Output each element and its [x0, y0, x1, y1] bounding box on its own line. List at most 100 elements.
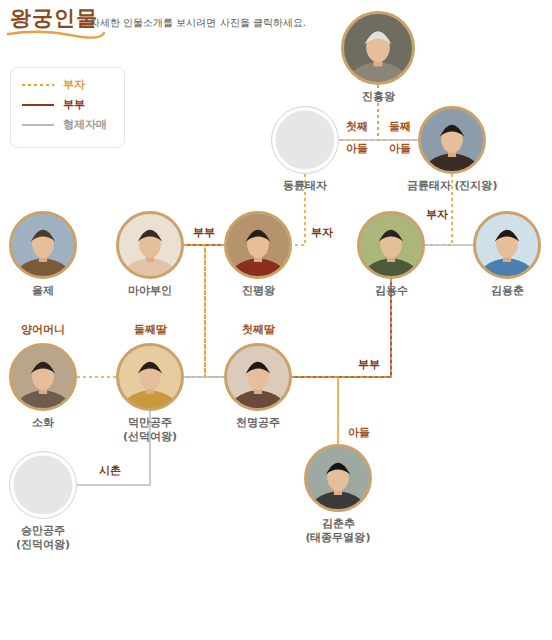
- portrait-frame: [304, 444, 372, 512]
- portrait-image: [418, 106, 486, 174]
- person-name: 김춘추 (태종무열왕): [296, 517, 380, 545]
- person-name: 마야부인: [105, 284, 195, 298]
- parent-child-line: [184, 245, 205, 377]
- portrait-frame: [224, 343, 292, 411]
- person-name: 덕만공주 (선덕여왕): [112, 416, 188, 444]
- portrait-image: [224, 211, 292, 279]
- sibling-line: [339, 139, 418, 141]
- instruction-note: 자세한 인물소개를 보시려면 사진을 클릭하세요.: [90, 16, 306, 30]
- person-portrait: 마야부인: [116, 211, 184, 279]
- parent-child-line: [184, 245, 224, 377]
- page-title: 왕궁인물: [10, 4, 98, 32]
- relation-heading: 첫째딸: [213, 323, 303, 337]
- person-portrait: 아들김춘추 (태종무열왕): [304, 444, 372, 512]
- portrait-image: [9, 211, 77, 279]
- relation-label: 부자: [425, 207, 449, 222]
- legend-sample: [22, 104, 54, 106]
- person-name: 동륜태자: [260, 179, 350, 193]
- empty-portrait: [274, 109, 337, 172]
- portrait-ring: [118, 213, 183, 278]
- portrait-frame: [116, 211, 184, 279]
- relation-label: 부부: [192, 225, 216, 240]
- portrait-hair: [31, 230, 55, 242]
- portrait-image: [304, 444, 372, 512]
- legend-sample: [22, 124, 54, 126]
- portrait-hair: [495, 230, 519, 242]
- portrait-hair: [440, 125, 464, 137]
- portrait-hair: [365, 31, 392, 44]
- person-name: 소화: [0, 416, 88, 430]
- parent-child-line: [184, 245, 224, 377]
- portrait-frame: [9, 211, 77, 279]
- person-name: 김용춘: [462, 284, 552, 298]
- person-name: 승만공주 (진덕여왕): [5, 524, 81, 552]
- person-portrait: 둘째딸덕만공주 (선덕여왕): [116, 343, 184, 411]
- portrait-ring: [226, 213, 291, 278]
- legend-text: 형제자매: [63, 117, 107, 132]
- parent-child-line: [77, 376, 116, 378]
- portrait-hair: [246, 230, 270, 242]
- person-portrait: 첫째 아들동륜태자: [271, 106, 339, 174]
- portrait-hair: [138, 362, 162, 374]
- person-portrait: 김용춘: [473, 211, 541, 279]
- person-name: 진흥왕: [333, 90, 423, 104]
- portrait-ring: [118, 345, 183, 410]
- relation-heading: 둘째 아들: [386, 116, 414, 160]
- relation-heading: 둘째딸: [105, 323, 195, 337]
- portrait-outline: [272, 107, 339, 174]
- portrait-ring: [11, 213, 76, 278]
- sibling-line: [184, 376, 224, 378]
- portrait-frame: [418, 106, 486, 174]
- portrait-ring: [306, 446, 371, 511]
- portrait-image: [357, 211, 425, 279]
- legend-box: [11, 68, 125, 148]
- portrait-frame: [9, 343, 77, 411]
- person-name: 금륜태자 (진지왕): [387, 179, 517, 193]
- person-name: 을제: [0, 284, 88, 298]
- relation-label: 시촌: [98, 463, 122, 478]
- portrait-ring: [475, 213, 540, 278]
- legend-text: 부부: [63, 97, 85, 112]
- legend-text: 부자: [63, 77, 85, 92]
- portrait-image: [9, 343, 77, 411]
- parent-child-line: [338, 279, 391, 444]
- portrait-hair: [31, 362, 55, 374]
- portrait-hair: [138, 230, 162, 242]
- relation-heading: 아들: [348, 422, 378, 444]
- person-portrait: 진평왕: [224, 211, 292, 279]
- person-portrait: 양어머니소화: [9, 343, 77, 411]
- portrait-image: [116, 343, 184, 411]
- portrait-hair: [246, 362, 270, 374]
- portrait-ring: [343, 13, 414, 84]
- person-name: 진평왕: [213, 284, 303, 298]
- parent-child-line: [292, 377, 338, 444]
- portrait-image: [224, 343, 292, 411]
- portrait-ring: [226, 345, 291, 410]
- person-portrait: 진흥왕: [341, 11, 415, 85]
- portrait-frame: [357, 211, 425, 279]
- title-underline: [8, 32, 104, 38]
- portrait-hair: [379, 230, 403, 242]
- person-name: 천명공주: [213, 416, 303, 430]
- empty-portrait: [12, 454, 75, 517]
- portrait-ring: [359, 213, 424, 278]
- person-name: 김용수: [346, 284, 436, 298]
- person-portrait: 을제: [9, 211, 77, 279]
- portrait-ring: [11, 345, 76, 410]
- portrait-image: [341, 11, 415, 85]
- person-portrait: 김용수: [357, 211, 425, 279]
- portrait-frame: [9, 451, 77, 519]
- portrait-outline: [10, 452, 77, 519]
- portrait-image: [473, 211, 541, 279]
- legend-sample: [22, 84, 54, 86]
- relation-heading: 첫째 아들: [343, 116, 371, 160]
- parent-child-line: [205, 245, 224, 377]
- relation-label: 부부: [357, 357, 381, 372]
- sibling-line: [425, 244, 473, 246]
- person-portrait: 둘째 아들금륜태자 (진지왕): [418, 106, 486, 174]
- portrait-image: [116, 211, 184, 279]
- portrait-frame: [224, 211, 292, 279]
